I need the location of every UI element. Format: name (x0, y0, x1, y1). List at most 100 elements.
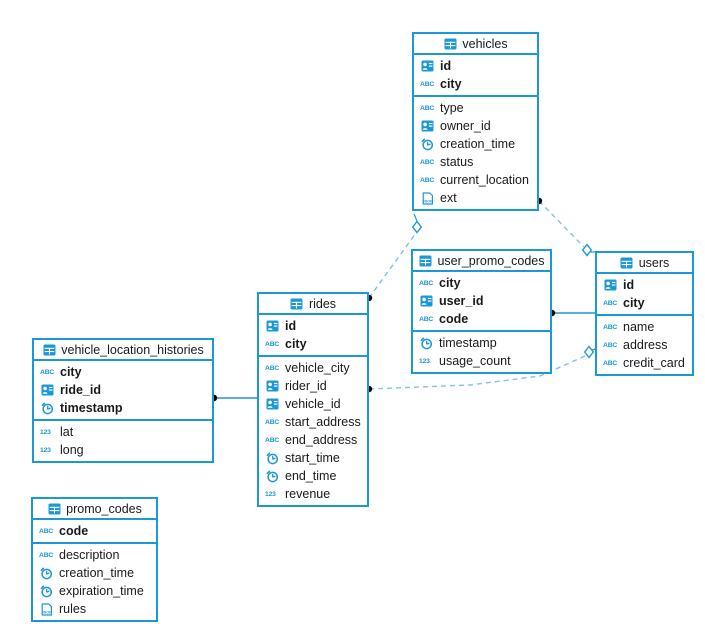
table-header-rides[interactable]: rides (259, 294, 367, 315)
column-row-start_address[interactable]: ABC start_address (259, 413, 367, 431)
column-row-id[interactable]: id (259, 317, 367, 335)
column-name: creation_time (59, 566, 135, 580)
column-name: code (439, 312, 469, 326)
column-name: credit_card (623, 356, 685, 370)
table-title: promo_codes (66, 501, 142, 516)
relationship-stub (413, 213, 418, 222)
column-name: end_time (285, 469, 337, 483)
one-end-diamond-marker (581, 243, 593, 257)
text-icon: ABC (39, 551, 54, 559)
column-row-vehicle_id[interactable]: vehicle_id (259, 395, 367, 413)
json-icon: JSON (39, 602, 53, 616)
number-icon: 123 (265, 490, 276, 498)
column-name: vehicle_id (285, 397, 341, 411)
datetime-icon (40, 402, 54, 415)
table-icon (290, 297, 304, 310)
number-icon: 123 (419, 357, 430, 365)
column-name: rules (59, 602, 87, 616)
column-name: user_id (439, 294, 484, 308)
column-row-timestamp[interactable]: timestamp (413, 334, 550, 352)
relationship-line-rides-vehicles[interactable] (368, 232, 417, 299)
table-title: users (638, 255, 670, 270)
text-icon: ABC (40, 368, 55, 376)
table-header-vehicle_location_histories[interactable]: vehicle_location_histories (34, 340, 212, 361)
column-row-rider_id[interactable]: rider_id (259, 377, 367, 395)
text-icon: ABC (420, 176, 435, 184)
svg-text:JSON: JSON (422, 199, 433, 203)
table-header-promo_codes[interactable]: promo_codes (33, 499, 156, 520)
column-name: address (623, 338, 668, 352)
table-header-vehicles[interactable]: vehicles (414, 34, 537, 55)
column-row-code[interactable]: ABC code (413, 310, 550, 328)
column-row-ride_id[interactable]: ride_id (34, 381, 212, 399)
column-row-id[interactable]: id (414, 57, 537, 75)
relationship-line-vehicles-users[interactable] (538, 200, 585, 248)
table-header-user_promo_codes[interactable]: user_promo_codes (413, 251, 550, 272)
column-row-vehicle_city[interactable]: ABC vehicle_city (259, 359, 367, 377)
column-row-id[interactable]: id (597, 276, 692, 294)
text-icon: ABC (265, 364, 280, 372)
id-card-icon (40, 384, 54, 397)
text-icon: ABC (420, 80, 435, 88)
column-name: owner_id (440, 119, 491, 133)
column-row-start_time[interactable]: start_time (259, 449, 367, 467)
column-row-revenue[interactable]: 123 revenue (259, 485, 367, 503)
column-name: vehicle_city (285, 361, 350, 375)
column-name: ride_id (60, 383, 101, 397)
column-row-expiration_time[interactable]: expiration_time (33, 582, 156, 600)
datetime-icon (419, 337, 433, 350)
column-row-creation_time[interactable]: creation_time (33, 564, 156, 582)
id-card-icon (420, 60, 434, 73)
column-row-address[interactable]: ABC address (597, 336, 692, 354)
id-card-icon (265, 320, 279, 333)
datetime-icon (39, 585, 53, 598)
column-row-timestamp[interactable]: timestamp (34, 399, 212, 417)
column-name: creation_time (440, 137, 516, 151)
column-name: rider_id (285, 379, 327, 393)
column-row-end_time[interactable]: end_time (259, 467, 367, 485)
text-icon: ABC (39, 527, 54, 535)
column-row-user_id[interactable]: user_id (413, 292, 550, 310)
column-name: revenue (285, 487, 331, 501)
text-icon: ABC (419, 315, 434, 323)
column-row-creation_time[interactable]: creation_time (414, 135, 537, 153)
column-name: start_address (285, 415, 361, 429)
table-header-users[interactable]: users (597, 253, 692, 274)
text-icon: ABC (603, 341, 618, 349)
svg-text:JSON: JSON (41, 610, 52, 614)
table-title: vehicle_location_histories (61, 342, 204, 357)
column-name: timestamp (60, 401, 123, 415)
column-row-rules[interactable]: JSON rules (33, 600, 156, 618)
table-icon (42, 343, 56, 356)
column-row-owner_id[interactable]: owner_id (414, 117, 537, 135)
text-icon: ABC (265, 418, 280, 426)
table-icon (443, 37, 457, 50)
